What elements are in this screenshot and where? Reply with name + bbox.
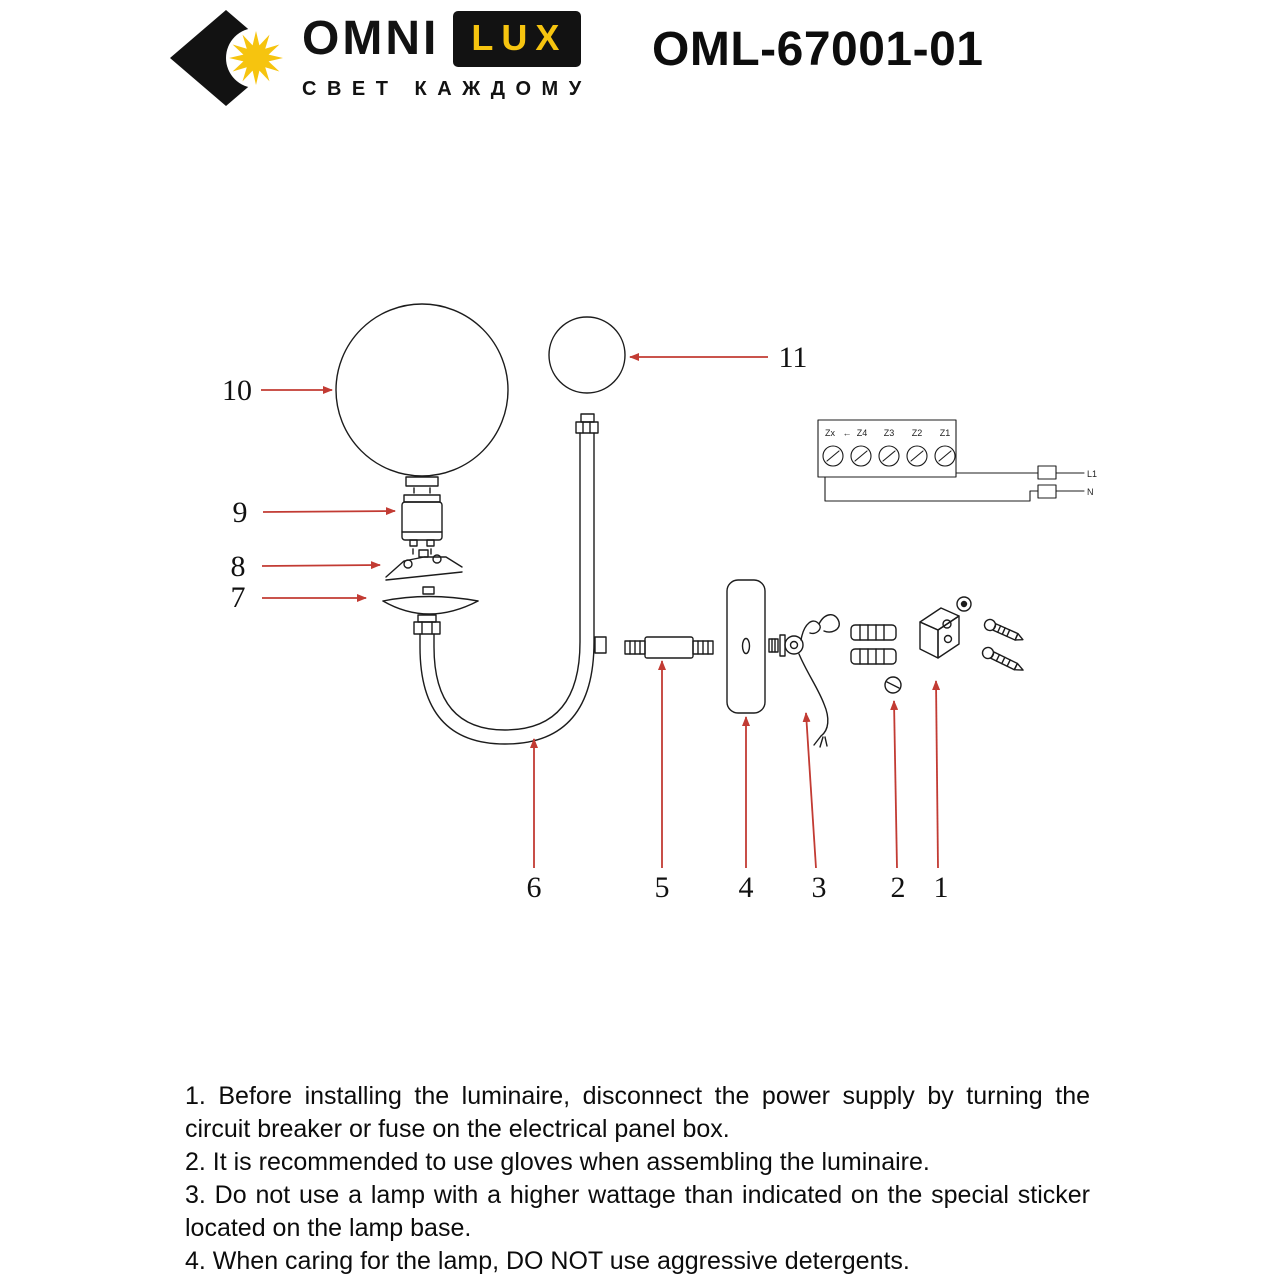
wire-label-l1: L1	[1087, 469, 1097, 479]
part-label-3: 3	[812, 871, 827, 904]
instruction-item-2: 2. It is recommended to use gloves when …	[185, 1148, 930, 1176]
exploded-diagram: 10 11 9 8 7 6 5 4 3 2 1 Zx ← Z4 Z3 Z2 Z1…	[222, 303, 1097, 904]
arrow-to-part-2	[890, 700, 899, 869]
part-globe-shade	[335, 303, 509, 494]
model-number: OML-67001-01	[652, 23, 984, 76]
terminal-label-z1: Z1	[940, 428, 951, 438]
instruction-item-3: 3. Do not use a lamp with a higher watta…	[185, 1181, 1090, 1242]
part-mounting-bracket	[919, 596, 1024, 671]
brand-lux-badge: LUX	[453, 11, 582, 67]
part-label-8: 8	[231, 550, 246, 583]
terminal-label-z2: Z2	[912, 428, 923, 438]
part-connector-tube	[624, 636, 714, 659]
screw-icon	[983, 618, 1024, 641]
part-label-10: 10	[222, 374, 252, 407]
arrow-to-part-9	[262, 507, 396, 516]
part-label-5: 5	[655, 871, 670, 904]
terminal-arrow-icon: ←	[843, 428, 852, 438]
sunburst-icon	[229, 31, 283, 85]
part-wall-anchors	[850, 624, 902, 694]
brand-name-omni: OMNI	[302, 12, 440, 65]
brand-tagline: СВЕТ КАЖДОМУ	[302, 78, 592, 100]
terminal-label-z3: Z3	[884, 428, 895, 438]
part-label-6: 6	[527, 871, 542, 904]
instruction-item-1: 1. Before installing the luminaire, disc…	[185, 1082, 1090, 1143]
part-lamp-socket	[401, 494, 443, 555]
part-label-1: 1	[934, 871, 949, 904]
part-label-4: 4	[739, 871, 754, 904]
instructions-list: 1. Before installing the luminaire, disc…	[185, 1080, 1090, 1278]
brand-logo: OMNI LUX СВЕТ КАЖДОМУ	[168, 8, 592, 110]
wiring-diagram	[817, 419, 1085, 502]
arrow-to-part-3	[802, 712, 817, 869]
part-curved-arm	[413, 413, 607, 745]
part-arrows	[261, 353, 941, 869]
part-label-7: 7	[231, 581, 246, 614]
brand-diamond-icon	[170, 10, 286, 106]
brand-text: OMNI LUX СВЕТ КАЖДОМУ	[302, 8, 592, 101]
arrow-to-part-8	[261, 561, 381, 570]
terminal-label-z4: Z4	[857, 428, 868, 438]
part-wall-plate	[726, 579, 766, 714]
terminal-label-zx: Zx	[825, 428, 835, 438]
part-glass-holder-dish	[382, 586, 479, 615]
instruction-item-4: 4. When caring for the lamp, DO NOT use …	[185, 1247, 910, 1275]
arrow-to-part-1	[932, 680, 941, 869]
part-label-9: 9	[233, 496, 248, 529]
part-wire-terminal	[768, 614, 840, 748]
wire-label-n: N	[1087, 487, 1094, 497]
screw-icon	[981, 646, 1024, 671]
part-label-2: 2	[891, 871, 906, 904]
part-small-shade	[548, 316, 626, 394]
part-holder-bracket	[385, 549, 463, 581]
part-label-11: 11	[779, 341, 808, 374]
